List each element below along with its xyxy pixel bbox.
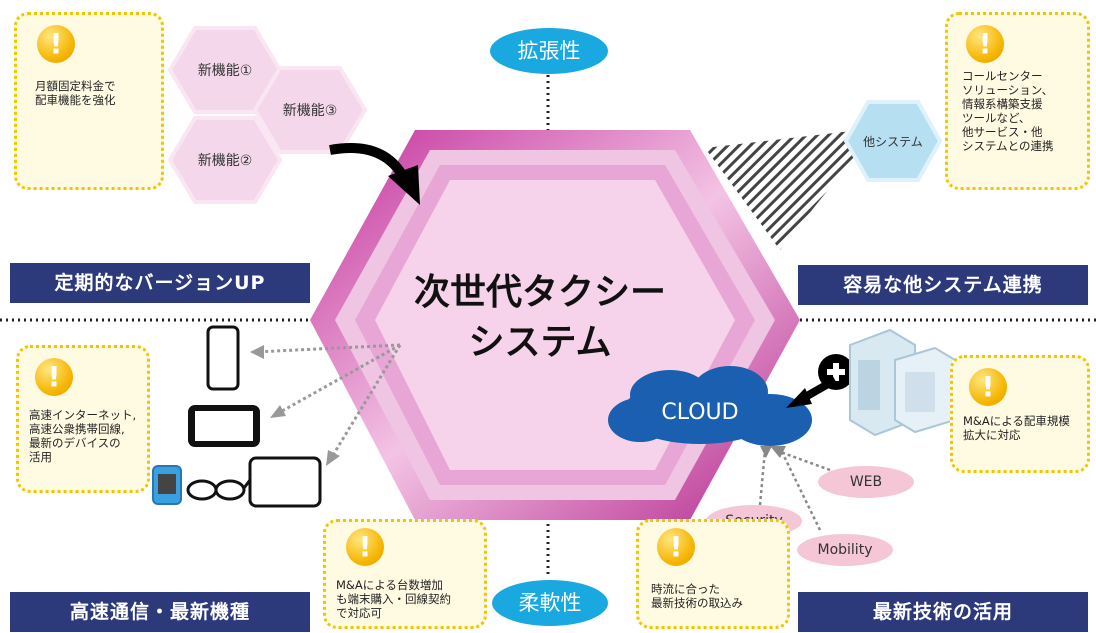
note-text: M&Aによる台数増加 も端末購入・回線契約 で対応可	[336, 578, 451, 620]
device-arrows	[254, 343, 402, 461]
note-latest-tech: ! 時流に合った 最新技術の取込み	[636, 519, 790, 629]
exclamation-icon: !	[346, 528, 384, 566]
note-monthly-fee: ! 月額固定料金で 配車機能を強化	[14, 12, 164, 190]
exclamation-icon: !	[657, 528, 695, 566]
note-high-speed: ! 高速インターネット, 高速公衆携帯回線, 最新のデバイスの 活用	[16, 345, 150, 493]
smartphone-icon	[206, 325, 240, 391]
note-dispatch-scale: ! M&Aによる配車規模 拡大に対応	[950, 355, 1090, 473]
axis-label-flexibility: 柔軟性	[492, 580, 608, 626]
banner-version-up: 定期的なバージョンUP	[10, 263, 310, 303]
tag-web: WEB	[818, 466, 914, 498]
note-text: コールセンター ソリューション、 情報系構築支援 ツールなど、 他サービス・他 …	[962, 69, 1054, 153]
note-vehicle-increase: ! M&Aによる台数増加 も端末購入・回線契約 で対応可	[323, 519, 487, 629]
tech-arrows	[758, 448, 831, 531]
note-text: 時流に合った 最新技術の取込み	[651, 582, 743, 610]
banner-latest-tech: 最新技術の活用	[798, 592, 1088, 632]
exclamation-icon: !	[966, 25, 1004, 63]
note-text: 月額固定料金で 配車機能を強化	[35, 79, 116, 107]
feature-label-3: 新機能③	[282, 103, 338, 119]
tag-mobility: Mobility	[797, 534, 893, 566]
exclamation-icon: !	[969, 368, 1007, 406]
other-system-label: 他システム	[863, 135, 923, 149]
exclamation-icon: !	[37, 25, 75, 63]
banner-system-integration: 容易な他システム連携	[798, 265, 1088, 305]
server-icon	[849, 328, 956, 437]
feature-label-1: 新機能①	[197, 63, 253, 79]
feature-hex-2	[167, 116, 283, 204]
axis-label-expandability: 拡張性	[490, 28, 608, 74]
feature-label-2: 新機能②	[197, 153, 253, 169]
hatch-connector	[705, 130, 860, 250]
cloud-icon	[608, 366, 812, 446]
cloud-label: CLOUD	[661, 400, 739, 425]
note-text: 高速インターネット, 高速公衆携帯回線, 最新のデバイスの 活用	[29, 408, 137, 464]
curved-arrow-head	[388, 165, 420, 205]
note-other-services: ! コールセンター ソリューション、 情報系構築支援 ツールなど、 他サービス・…	[945, 12, 1090, 190]
smartglasses-icon	[186, 479, 252, 501]
center-title: 次世代タクシー システム	[413, 272, 666, 363]
tablet-2-icon	[248, 456, 322, 508]
banner-fast-communication: 高速通信・最新機種	[10, 592, 310, 632]
exclamation-icon: !	[35, 358, 73, 396]
other-system-hex	[843, 100, 943, 182]
note-text: M&Aによる配車規模 拡大に対応	[963, 414, 1070, 442]
